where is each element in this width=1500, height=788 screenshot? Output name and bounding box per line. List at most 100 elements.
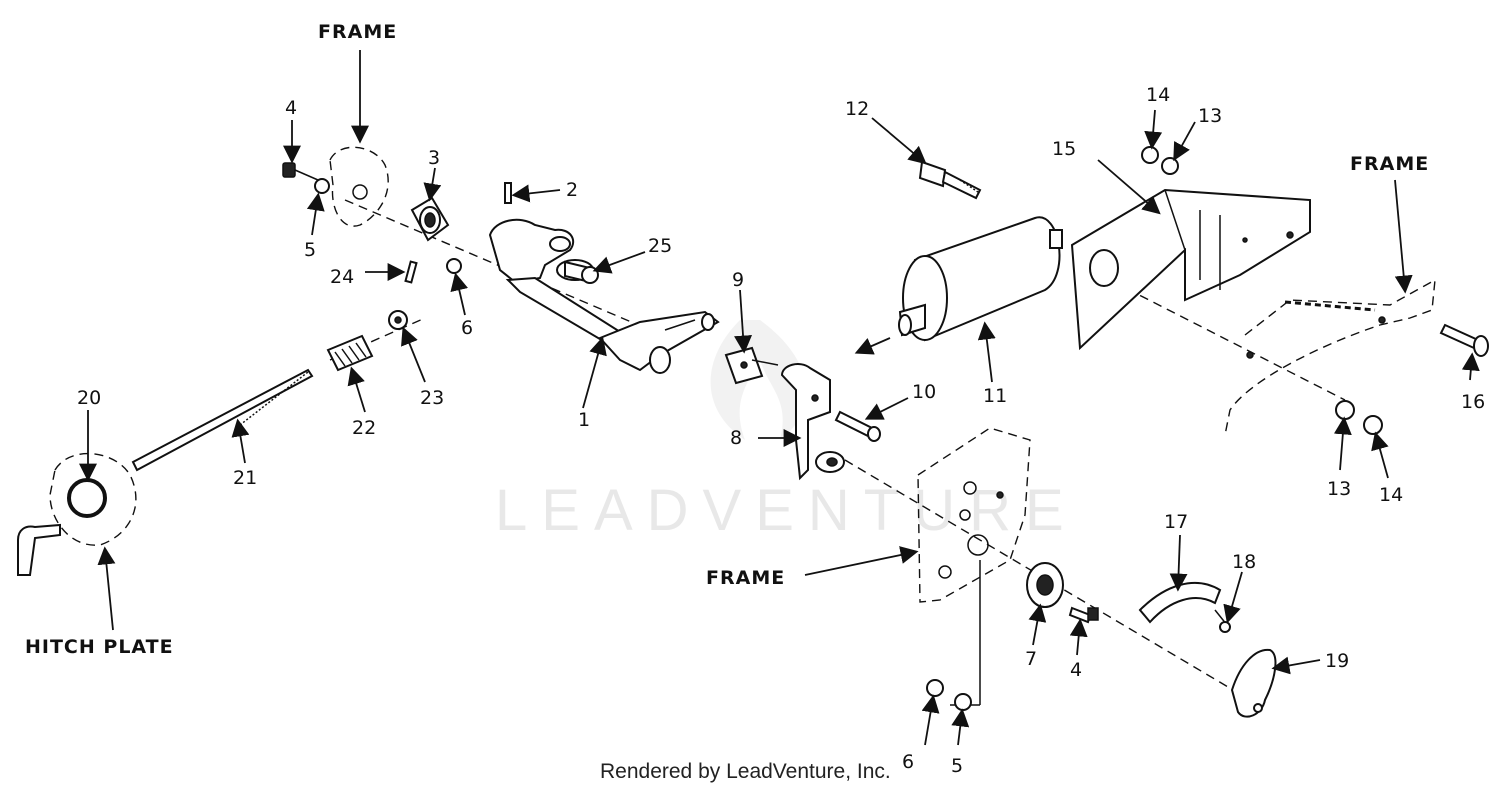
callout-14-lower: 14 [1379,484,1403,506]
frame-bottom-hole-5 [996,491,1004,499]
leader-14-top [1144,109,1163,150]
callout-11: 11 [983,385,1007,407]
washer-13-lower [1335,400,1355,420]
leader-3 [423,167,442,202]
leader-25 [592,251,646,274]
callout-1: 1 [578,409,590,431]
nut-6-lower [926,679,944,697]
leader-16 [1461,352,1480,381]
pin-24 [404,260,418,284]
frame-bottom-hole-4 [938,565,952,579]
hitch-pin [17,523,61,576]
direction-arrow [854,337,891,355]
callout-4-top: 4 [285,97,297,119]
leader-5-top [306,192,325,236]
callout-17: 17 [1164,511,1188,533]
plate-17 [1138,581,1222,624]
frame-bottom-outline [917,427,1031,603]
callout-21: 21 [233,467,257,489]
solenoid-11 [898,216,1063,342]
callout-20: 20 [77,387,101,409]
frame-right-hole [1378,316,1386,324]
callout-22: 22 [352,417,376,439]
callout-3: 3 [428,147,440,169]
frame-bottom-hole-1 [963,481,977,495]
pin-2 [504,182,512,204]
leader-13-lower [1333,416,1352,471]
callout-7: 7 [1025,648,1037,670]
rod-21 [131,368,314,472]
frame-bottom-hole-3 [967,534,989,556]
leader-7 [1028,603,1047,646]
callout-13-lower: 13 [1327,478,1351,500]
leader-9 [734,289,753,354]
axis-line-right [1099,274,1346,401]
leader-1 [582,336,607,409]
callout-5-top: 5 [304,239,316,261]
callout-24: 24 [330,266,354,288]
callout-6-upper: 6 [461,317,473,339]
leader-hitch-plate [97,546,116,631]
nut-6-upper [446,258,462,274]
callout-12: 12 [845,98,869,120]
axis-line-lower [844,459,1251,701]
leader-22 [347,366,366,413]
frame-right-outline [1224,278,1436,436]
spring-22 [326,334,374,372]
leader-6-lower [921,694,940,746]
leader-5-lower [951,708,970,746]
leader-10 [864,397,909,420]
leader-15 [1097,159,1161,215]
bolt-4-lower [1068,606,1099,624]
washer-23-hole [394,316,402,324]
callout-14-top: 14 [1146,84,1170,106]
label-frame-bottom: FRAME [706,567,785,589]
frame-top-outline [329,146,389,227]
leader-frame-bottom [804,546,919,576]
bolt-4-top [282,162,319,181]
leader-18 [1223,571,1243,624]
callout-4-lower: 4 [1070,659,1082,681]
watermark-text: LEADVENTURE [495,478,1078,543]
callout-8: 8 [730,427,742,449]
frame-bottom-hole-2 [959,509,971,521]
pedal-19-hole [1253,703,1263,713]
leader-12 [871,117,927,165]
washer-13-top [1161,157,1179,175]
label-frame-right: FRAME [1350,153,1429,175]
washer-5-top [314,178,330,194]
bolt-12 [918,160,982,200]
nut-14-top [1141,146,1159,164]
leader-23 [401,326,426,383]
callout-6-lower: 6 [902,751,914,773]
leader-17 [1169,534,1188,592]
nut-14-lower [1363,415,1383,435]
flange-bearing-3 [410,196,450,242]
label-hitch-plate: HITCH PLATE [25,636,174,658]
hitch-plate-outline [49,452,137,546]
leader-13-top [1173,121,1196,162]
callout-18: 18 [1232,551,1256,573]
bolt-10 [834,410,881,442]
callout-10: 10 [912,381,936,403]
leader-19 [1271,656,1321,675]
callout-16: 16 [1461,391,1485,413]
washer-5-lower [954,693,972,711]
leader-14-lower [1371,431,1389,479]
rod-21-thread [239,371,309,426]
callout-25: 25 [648,235,672,257]
bracket-15 [1070,188,1311,351]
frame-right-edge [1284,300,1376,312]
screw-18 [1214,609,1231,633]
callout-2: 2 [566,179,578,201]
callout-15: 15 [1052,138,1076,160]
leader-11 [977,321,996,383]
callout-19: 19 [1325,650,1349,672]
callout-9: 9 [732,269,744,291]
ring-20 [67,478,107,518]
frame-right-hole-2 [1246,351,1254,359]
axis-line-upper-left [344,199,651,331]
bolt-16 [1439,323,1489,357]
frame-top-hole [352,184,368,200]
